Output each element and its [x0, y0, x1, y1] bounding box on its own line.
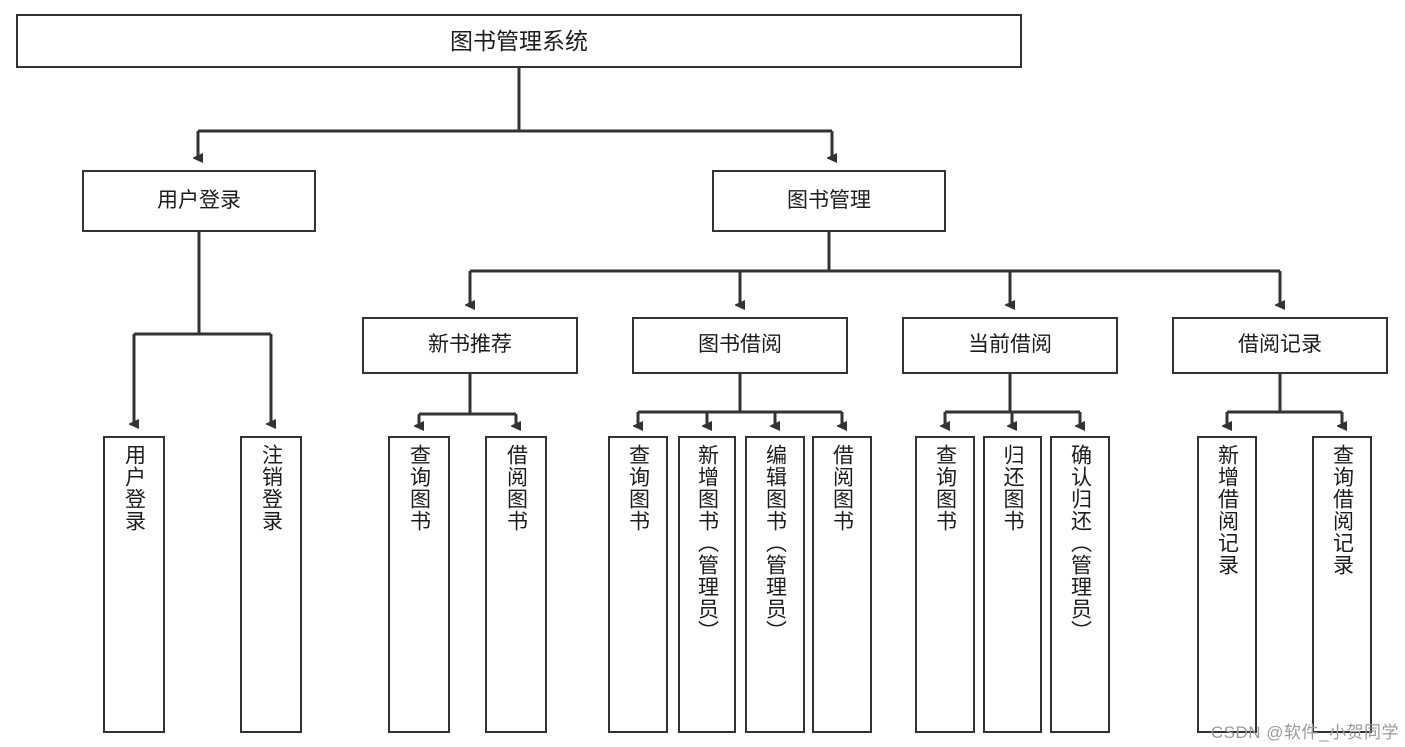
node-level3-4-label: 借阅记录 — [1238, 333, 1322, 357]
node-leaf-5-label: 查询图书 — [626, 444, 650, 532]
node-level2-2[interactable]: 图书管理 — [712, 170, 946, 232]
node-leaf-4[interactable]: 借阅图书 — [485, 436, 547, 733]
node-leaf-11-label: 确认归还（管理员） — [1068, 444, 1092, 642]
node-leaf-10[interactable]: 归还图书 — [983, 436, 1042, 733]
node-leaf-12[interactable]: 新增借阅记录 — [1197, 436, 1257, 733]
node-leaf-1-label: 用户登录 — [122, 444, 146, 532]
node-leaf-12-label: 新增借阅记录 — [1215, 444, 1239, 576]
node-leaf-11[interactable]: 确认归还（管理员） — [1050, 436, 1110, 733]
node-root[interactable]: 图书管理系统 — [16, 14, 1022, 68]
node-level3-1[interactable]: 新书推荐 — [362, 317, 578, 374]
node-level3-1-label: 新书推荐 — [428, 333, 512, 357]
node-leaf-3[interactable]: 查询图书 — [388, 436, 450, 733]
node-leaf-9-label: 查询图书 — [933, 444, 957, 532]
node-root-label: 图书管理系统 — [450, 27, 588, 54]
node-level2-1-label: 用户登录 — [157, 188, 241, 212]
node-leaf-13-label: 查询借阅记录 — [1330, 444, 1354, 576]
node-leaf-9[interactable]: 查询图书 — [915, 436, 975, 733]
node-level3-3-label: 当前借阅 — [968, 333, 1052, 357]
node-leaf-10-label: 归还图书 — [1001, 444, 1024, 532]
node-leaf-2-label: 注销登录 — [259, 444, 283, 532]
node-leaf-7-label: 编辑图书（管理员） — [763, 444, 787, 642]
node-level3-2-label: 图书借阅 — [698, 333, 782, 357]
node-leaf-6[interactable]: 新增图书（管理员） — [678, 436, 736, 733]
node-level2-2-label: 图书管理 — [787, 188, 871, 212]
node-leaf-3-label: 查询图书 — [407, 444, 431, 532]
node-leaf-13[interactable]: 查询借阅记录 — [1312, 436, 1372, 733]
node-level3-3[interactable]: 当前借阅 — [902, 317, 1118, 374]
node-leaf-8-label: 借阅图书 — [830, 444, 854, 532]
node-level2-1[interactable]: 用户登录 — [82, 170, 316, 232]
node-level3-4[interactable]: 借阅记录 — [1172, 317, 1388, 374]
watermark: CSDN @软件_小贺同学 — [1210, 723, 1399, 742]
node-leaf-8[interactable]: 借阅图书 — [812, 436, 872, 733]
node-level3-2[interactable]: 图书借阅 — [632, 317, 848, 374]
node-leaf-6-label: 新增图书（管理员） — [695, 444, 719, 642]
node-leaf-2[interactable]: 注销登录 — [240, 436, 302, 733]
node-leaf-1[interactable]: 用户登录 — [103, 436, 165, 733]
node-leaf-5[interactable]: 查询图书 — [608, 436, 668, 733]
node-leaf-7[interactable]: 编辑图书（管理员） — [745, 436, 805, 733]
node-leaf-4-label: 借阅图书 — [504, 444, 528, 532]
